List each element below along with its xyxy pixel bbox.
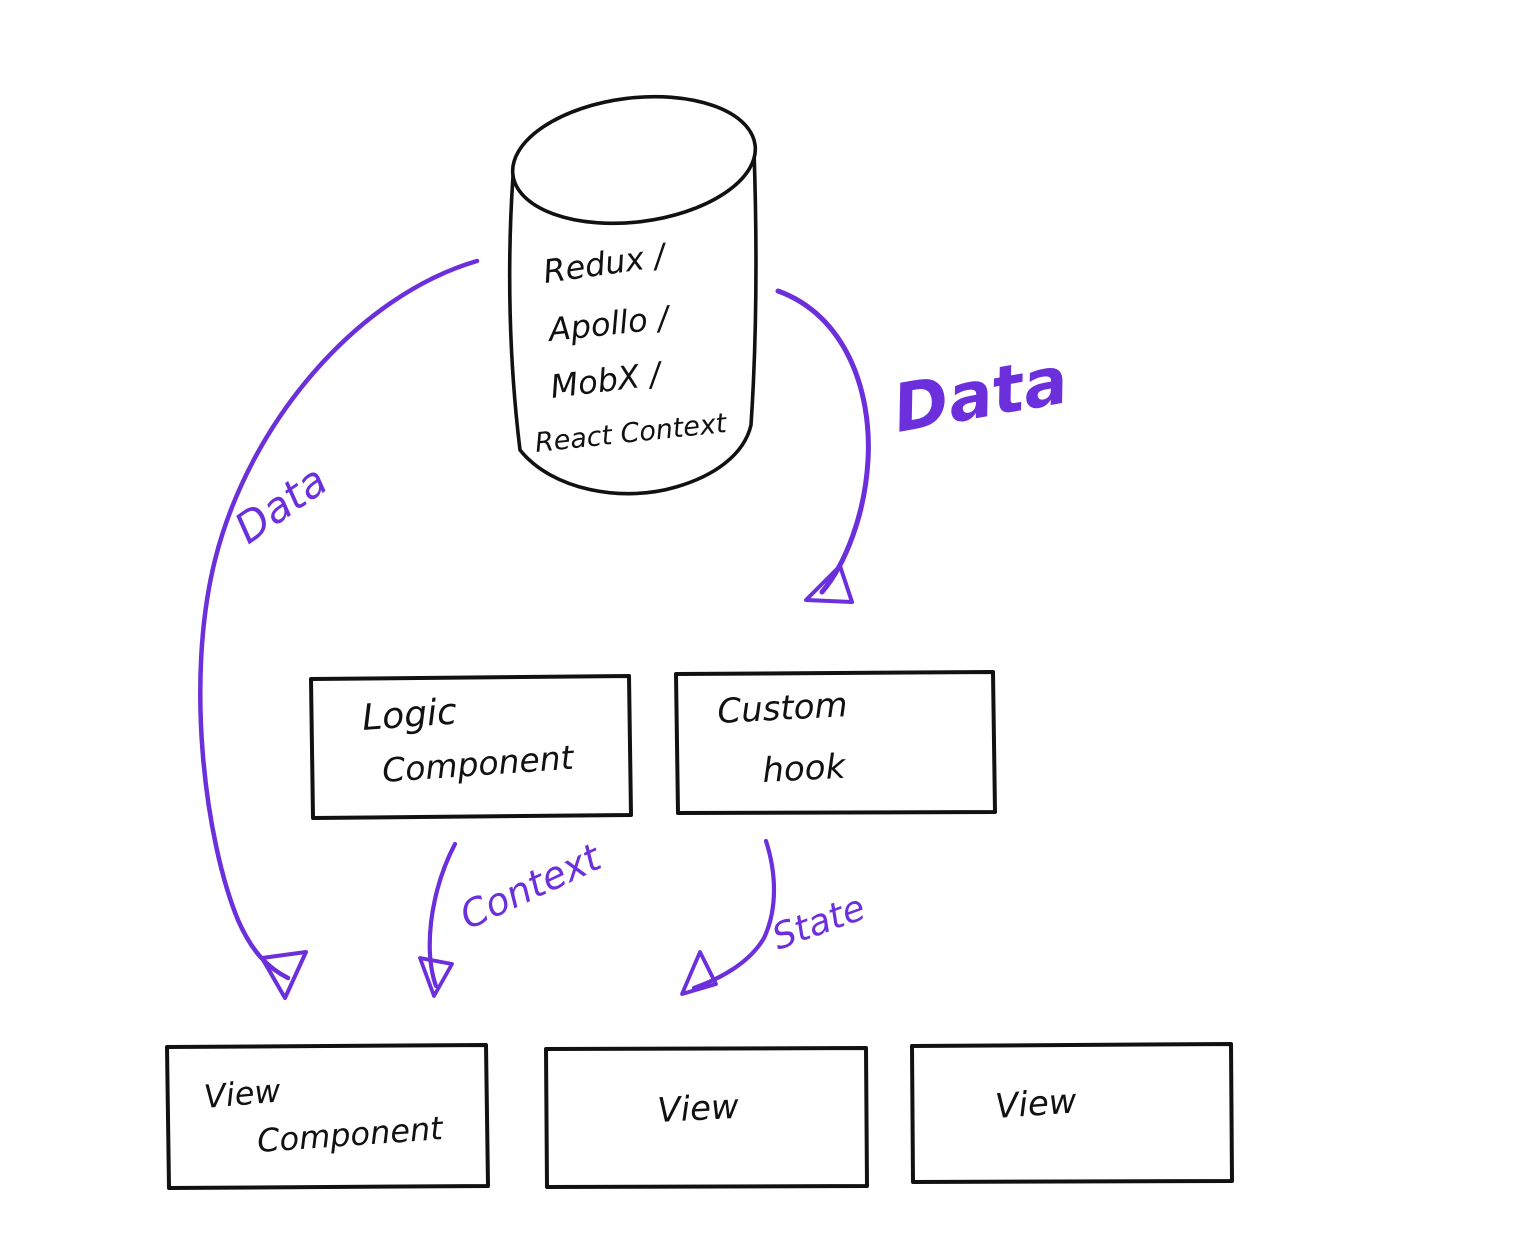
data-arrow-right-line [775, 288, 871, 595]
view-component-rect [165, 1043, 490, 1190]
data-arrow-left-line [198, 258, 480, 981]
context-arrow-head [418, 956, 454, 998]
view-right-label: View [994, 1081, 1078, 1127]
store-label-line-3: MobX / [548, 354, 665, 406]
state-arrow-head [680, 950, 718, 996]
data-arrow-right: Data [775, 288, 1074, 604]
view-component-box: View Component [165, 1043, 490, 1190]
custom-hook-rect [674, 670, 997, 815]
custom-hook-label-line-2: hook [761, 747, 847, 791]
data-arrow-left: Data [198, 258, 480, 1000]
context-label: Context [453, 834, 609, 938]
state-arrow: State [680, 838, 871, 996]
store-label-line-4: React Context [533, 408, 729, 459]
view-box-right: View [910, 1042, 1234, 1184]
context-arrow-line [427, 841, 458, 989]
view-middle-label: View [656, 1087, 740, 1131]
store-label-line-2: Apollo / [545, 298, 674, 349]
store-label-line-1: Redux / [541, 236, 671, 291]
custom-hook-label-line-1: Custom [716, 685, 848, 732]
data-arrow-right-head [804, 564, 854, 604]
view-box-middle: View [544, 1046, 869, 1189]
view-component-label-line-1: View [202, 1071, 282, 1116]
state-label: State [767, 887, 871, 958]
logic-component-rect [309, 674, 633, 820]
custom-hook-box: Custom hook [674, 670, 997, 815]
logic-component-box: Logic Component [309, 674, 633, 820]
data-label-left: Data [226, 456, 336, 554]
store-cylinder: Redux / Apollo / MobX / React Context [507, 94, 758, 496]
data-arrow-left-head [260, 950, 308, 1000]
view-middle-rect [544, 1046, 869, 1189]
state-arrow-line [691, 838, 777, 991]
store-cylinder-body [507, 148, 758, 496]
logic-component-label-line-1: Logic [361, 691, 459, 739]
data-label-right: Data [887, 341, 1073, 447]
view-right-rect [910, 1042, 1234, 1184]
context-arrow: Context [418, 834, 609, 998]
store-cylinder-top [510, 94, 758, 226]
